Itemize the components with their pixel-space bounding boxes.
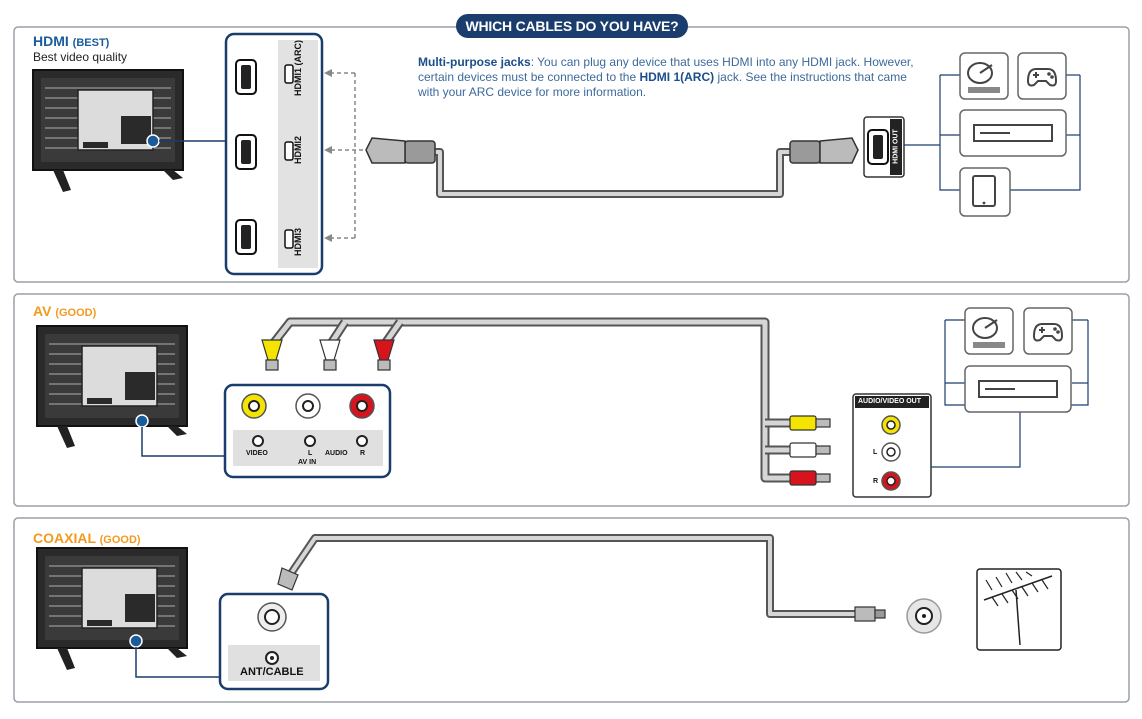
tablet-icon xyxy=(959,167,1011,217)
blu-ray-player-icon-av xyxy=(964,365,1072,413)
av-out-l: L xyxy=(873,449,878,456)
av-video-label: VIDEO xyxy=(246,450,268,457)
hdmi-heading: HDMI (BEST) xyxy=(33,33,109,49)
title-banner xyxy=(456,14,688,38)
av-heading: AV (GOOD) xyxy=(33,303,96,319)
av-in-label: AV IN xyxy=(298,459,317,466)
av-quality: (GOOD) xyxy=(55,307,97,319)
av-audio-label: AUDIO xyxy=(325,450,348,457)
hdmi1-port xyxy=(235,59,257,95)
wall-coax-jack xyxy=(906,598,942,634)
coax-heading-label: COAXIAL xyxy=(33,530,96,546)
hdmi-plug-left xyxy=(365,137,436,164)
coax-quality: (GOOD) xyxy=(99,534,141,546)
blu-ray-player-icon xyxy=(959,109,1067,157)
av-heading-label: AV xyxy=(33,303,52,319)
hdmi-subtitle: Best video quality xyxy=(33,50,128,64)
hdmi3-label: HDMI3 xyxy=(293,228,303,257)
av-l-label: L xyxy=(308,450,313,457)
hdmi2-port xyxy=(235,134,257,170)
hdmi1-label: HDMI1 (ARC) xyxy=(293,40,303,96)
hdmi-plug-right xyxy=(789,137,859,164)
hdmi-quality: (BEST) xyxy=(72,37,110,49)
av-out-r: R xyxy=(873,478,879,485)
hdmi-out-label: HDMI OUT xyxy=(892,129,900,164)
satellite-icon-av xyxy=(964,307,1014,355)
satellite-icon xyxy=(959,52,1009,100)
desc-text-1: : You can plug any device that uses HDMI… xyxy=(418,55,914,84)
page-title: WHICH CABLES DO YOU HAVE? xyxy=(465,18,679,34)
ant-cable-label: ANT/CABLE xyxy=(240,666,304,678)
game-console-icon-av xyxy=(1023,307,1073,355)
coax-plug-left xyxy=(277,567,299,591)
desc-bold-2: HDMI 1(ARC) xyxy=(639,70,715,84)
desc-text-2: jack. See the instructions that came wit… xyxy=(418,70,907,99)
hdmi-description: Multi-purpose jacks: You can plug any de… xyxy=(418,55,918,100)
coax-plug-right xyxy=(854,606,886,622)
rca-plugs-left xyxy=(261,339,395,371)
coax-heading: COAXIAL (GOOD) xyxy=(33,530,141,546)
hdmi3-port xyxy=(235,219,257,255)
hdmi2-label: HDMI2 xyxy=(293,136,303,165)
desc-bold: Multi-purpose jacks xyxy=(418,55,531,69)
game-console-icon xyxy=(1017,52,1067,100)
antenna-icon xyxy=(976,568,1062,651)
av-cables xyxy=(268,317,790,483)
hdmi-heading-label: HDMI xyxy=(33,33,69,49)
av-out-title: AUDIO/VIDEO OUT xyxy=(858,398,922,405)
rca-plugs-right xyxy=(789,415,831,486)
av-r-label: R xyxy=(360,450,366,457)
